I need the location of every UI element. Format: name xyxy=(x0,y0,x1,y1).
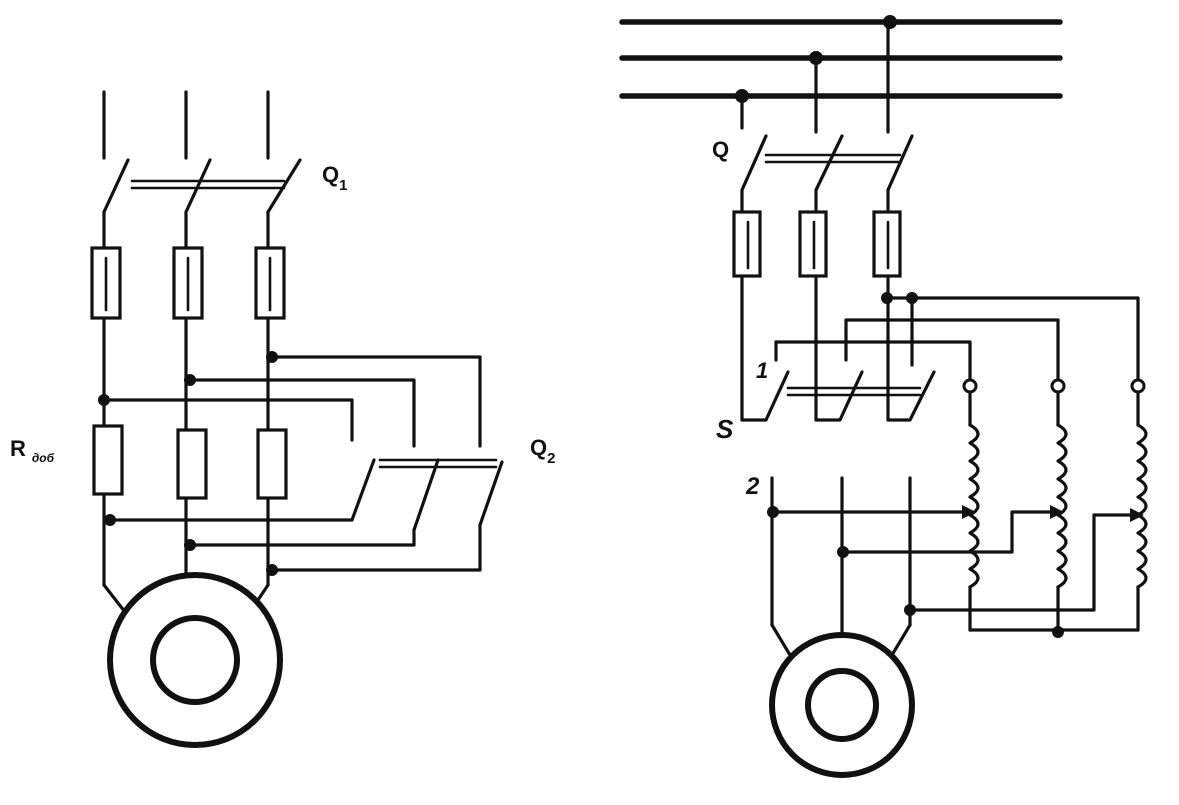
right-fuses xyxy=(732,210,902,278)
switch-s xyxy=(740,370,936,422)
switch-q1-label: Q1 xyxy=(322,162,347,194)
switch-q2-label: Q2 xyxy=(530,435,555,467)
right-motor xyxy=(769,632,915,778)
resistor-1 xyxy=(92,424,124,496)
winding-1 xyxy=(962,378,980,632)
autotransformer-tap-wires xyxy=(767,506,1132,616)
tap-arrow-3 xyxy=(1130,508,1144,522)
busbar-taps xyxy=(735,15,897,134)
winding-2 xyxy=(1050,378,1068,632)
autotransformer-feed-wires xyxy=(774,292,1140,384)
resistor-2 xyxy=(176,428,208,500)
left-bypass-wires xyxy=(104,355,482,448)
left-fuses xyxy=(90,246,286,320)
autotransformer xyxy=(962,378,1148,638)
switch-q xyxy=(740,134,914,192)
resistors-r-dob xyxy=(92,424,288,500)
motor-side-conductors xyxy=(770,476,912,657)
tap-arrow-2 xyxy=(1050,505,1064,519)
position-1-label: 1 xyxy=(756,358,768,383)
winding-3 xyxy=(1130,378,1148,632)
switch-q2 xyxy=(350,458,504,532)
switch-s-label: S xyxy=(716,414,734,444)
left-junctions xyxy=(98,351,278,576)
right-diagram: Q xyxy=(619,15,1148,778)
supply-busbars xyxy=(619,19,1063,99)
switch-q-label: Q xyxy=(712,137,729,162)
left-return-wires xyxy=(104,518,482,572)
position-2-label: 2 xyxy=(745,473,760,500)
left-supply-lines xyxy=(102,90,270,160)
tap-arrow-1 xyxy=(962,505,976,519)
switch-q1 xyxy=(102,158,302,214)
resistor-3 xyxy=(256,428,288,500)
left-motor xyxy=(107,572,283,748)
